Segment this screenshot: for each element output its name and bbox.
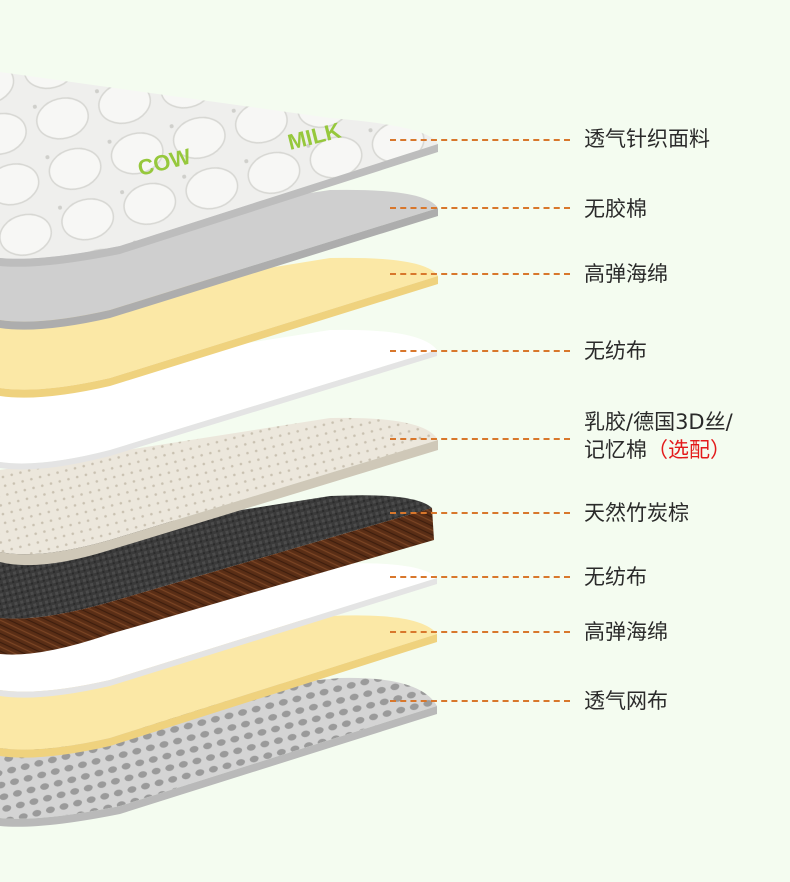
label-latex: 乳胶/德国3D丝/ 记忆棉（选配）: [584, 408, 733, 464]
label-coir: 天然竹炭棕: [584, 501, 689, 525]
leader-line-nonwoven-1: [390, 350, 570, 352]
label-knit: 透气针织面料: [584, 127, 710, 151]
label-nonwoven-2: 无纺布: [584, 565, 647, 589]
layer-glue-free: [0, 189, 438, 330]
layer-latex: [0, 417, 438, 566]
label-latex-line2-text: 记忆棉: [584, 438, 647, 462]
label-glue-free: 无胶棉: [584, 197, 647, 221]
leader-line-nonwoven-2: [390, 576, 570, 578]
layer-foam-1: [0, 257, 438, 398]
label-foam-1: 高弹海绵: [584, 262, 668, 286]
leader-line-foam-1: [390, 273, 570, 275]
layer-knit: MILK COW: [0, 72, 438, 267]
label-latex-line2: 记忆棉（选配）: [584, 436, 733, 464]
layer-nonwoven-1: [0, 329, 437, 470]
leader-line-knit: [390, 139, 570, 141]
leader-line-mesh: [390, 700, 570, 702]
leader-line-foam-2: [390, 631, 570, 633]
leader-line-glue-free: [390, 207, 570, 209]
optional-note: （选配）: [647, 438, 731, 462]
leader-line-coir: [390, 512, 570, 514]
label-nonwoven-1: 无纺布: [584, 339, 647, 363]
label-mesh: 透气网布: [584, 689, 668, 713]
label-latex-line1: 乳胶/德国3D丝/: [584, 410, 733, 434]
leader-line-latex: [390, 438, 570, 440]
label-foam-2: 高弹海绵: [584, 620, 668, 644]
layer-coir: [0, 495, 434, 655]
